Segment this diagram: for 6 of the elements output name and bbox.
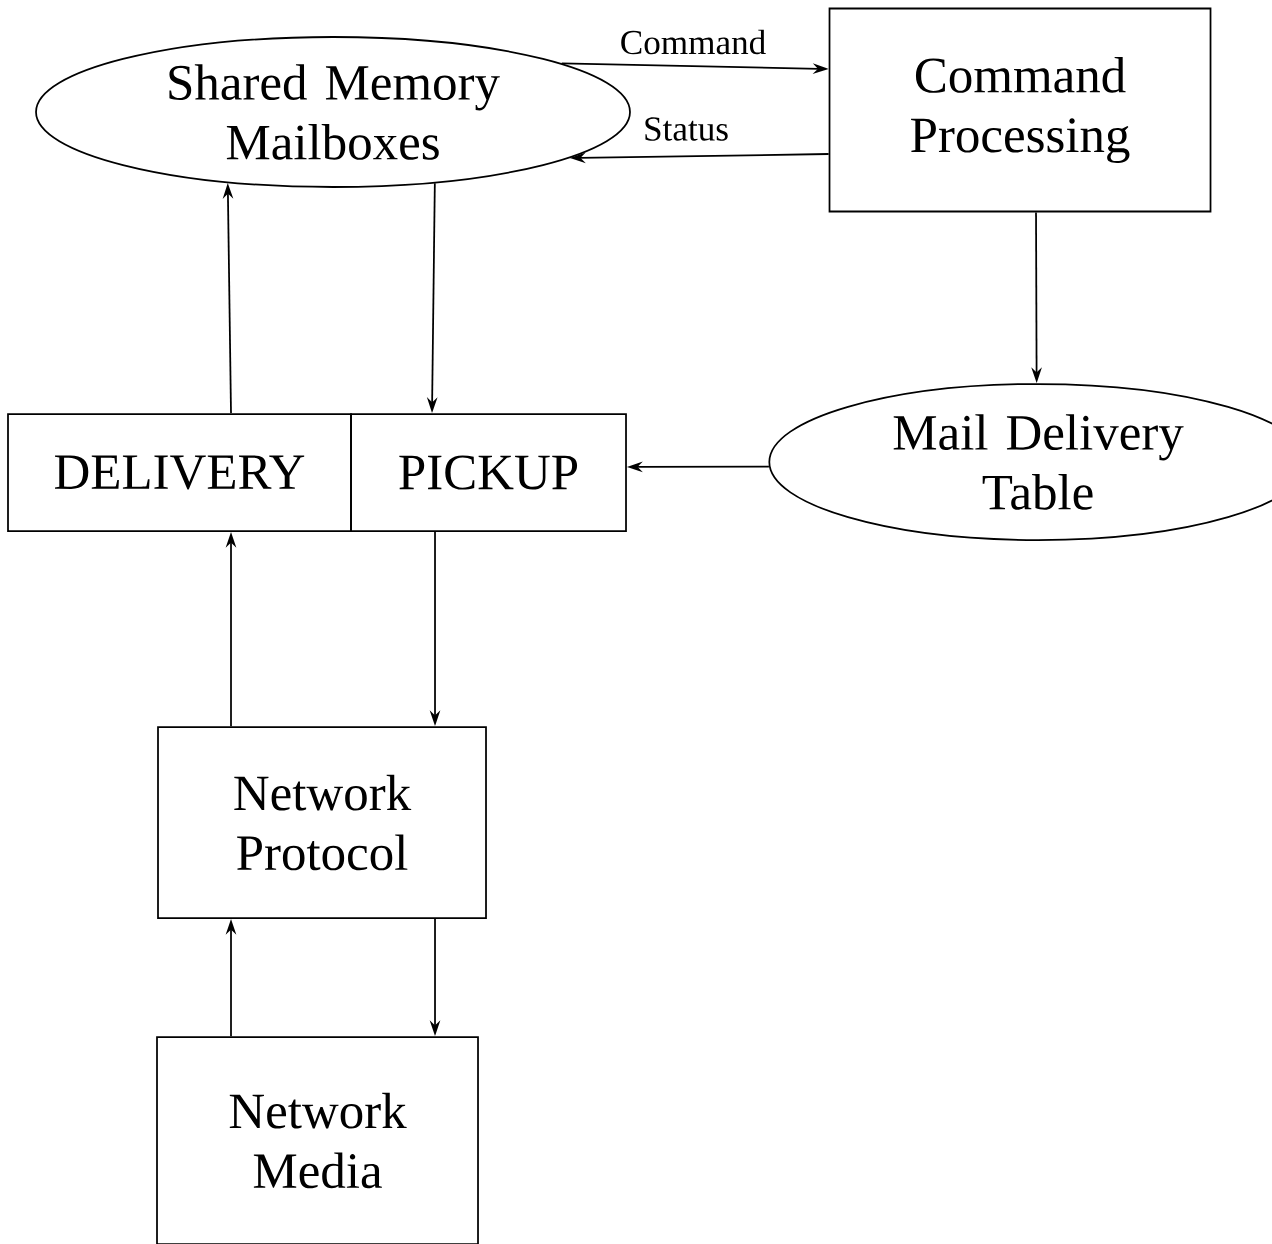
edge-label: Status: [641, 115, 731, 143]
process-box: Network Media: [156, 1036, 479, 1244]
process-box: PICKUP: [350, 413, 627, 532]
process-box: DELIVERY: [7, 413, 352, 532]
process-box: Network Protocol: [157, 726, 487, 919]
process-box: Command Processing: [828, 7, 1212, 213]
